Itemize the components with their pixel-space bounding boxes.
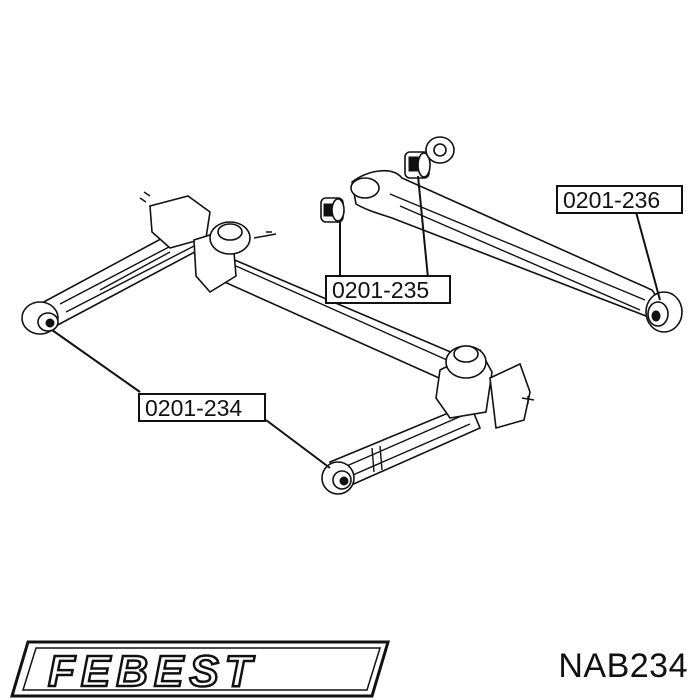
washer	[425, 136, 455, 164]
bushing-0201-235-left	[320, 197, 345, 223]
part-number: NAB234	[558, 647, 688, 685]
left-hub	[139, 191, 277, 294]
callout-0201-235: 0201-235	[325, 275, 451, 304]
callout-0201-234: 0201-234	[138, 393, 266, 422]
right-hub	[435, 345, 535, 430]
callout-label: 0201-234	[145, 395, 242, 421]
upper-control-arm	[350, 170, 658, 317]
bushing-0201-235-right	[404, 151, 431, 179]
callout-0201-236: 0201-236	[556, 185, 683, 214]
febest-logo: FEBEST	[9, 640, 391, 698]
callout-label: 0201-235	[332, 277, 429, 303]
callout-label: 0201-236	[563, 187, 660, 213]
leader-lines	[51, 175, 661, 469]
bushing-0201-234-left	[21, 301, 59, 335]
bushing-0201-234-right	[321, 461, 355, 495]
logo-wordmark: FEBEST	[48, 647, 258, 696]
bushing-0201-236	[645, 291, 683, 333]
